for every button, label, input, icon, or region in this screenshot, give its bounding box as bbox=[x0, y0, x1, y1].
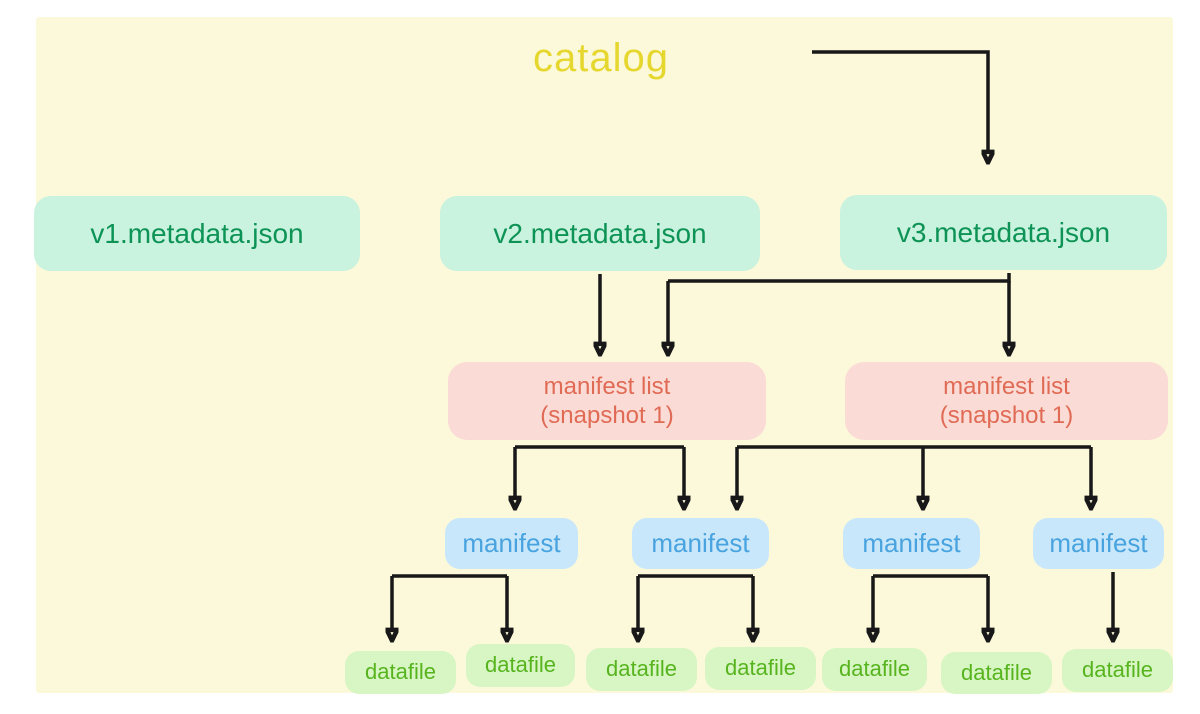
node-v2-metadata-json: v2.metadata.json bbox=[440, 196, 760, 271]
node-label: manifest list (snapshot 1) bbox=[540, 372, 673, 430]
node-datafile-3: datafile bbox=[586, 648, 697, 691]
node-v1-metadata-json: v1.metadata.json bbox=[34, 196, 360, 271]
node-manifest-list-1: manifest list (snapshot 1) bbox=[448, 362, 766, 440]
node-label: manifest bbox=[462, 527, 561, 558]
node-label: manifest bbox=[651, 527, 750, 558]
node-datafile-7: datafile bbox=[1062, 649, 1173, 692]
node-label: manifest list (snapshot 1) bbox=[940, 372, 1073, 430]
manifest-list-line1: manifest list bbox=[543, 373, 671, 400]
node-label: datafile bbox=[365, 659, 436, 685]
node-label: datafile bbox=[606, 656, 677, 682]
node-v3-metadata-json: v3.metadata.json bbox=[840, 195, 1167, 270]
node-label: v3.metadata.json bbox=[896, 216, 1111, 248]
node-manifest-list-2: manifest list (snapshot 1) bbox=[845, 362, 1168, 440]
node-datafile-2: datafile bbox=[466, 644, 575, 687]
node-manifest-4: manifest bbox=[1033, 518, 1164, 569]
node-manifest-2: manifest bbox=[632, 518, 769, 569]
node-label: v2.metadata.json bbox=[493, 217, 707, 249]
diagram-background-panel bbox=[36, 17, 1173, 693]
node-datafile-6: datafile bbox=[941, 652, 1052, 694]
node-label: datafile bbox=[961, 659, 1032, 685]
diagram-title-catalog: catalog bbox=[533, 35, 669, 80]
node-label: datafile bbox=[485, 652, 556, 678]
node-label: datafile bbox=[1082, 657, 1153, 683]
node-datafile-4: datafile bbox=[705, 647, 816, 690]
node-label: datafile bbox=[839, 656, 910, 682]
manifest-list-line2: (snapshot 1) bbox=[939, 402, 1074, 429]
node-label: manifest bbox=[862, 527, 961, 558]
node-label: v1.metadata.json bbox=[90, 217, 304, 249]
node-label: datafile bbox=[725, 655, 796, 681]
manifest-list-line2: (snapshot 1) bbox=[540, 402, 674, 429]
node-datafile-1: datafile bbox=[345, 651, 456, 694]
node-datafile-5: datafile bbox=[822, 648, 927, 691]
node-manifest-3: manifest bbox=[843, 518, 980, 569]
node-label: manifest bbox=[1049, 527, 1148, 558]
manifest-list-line1: manifest list bbox=[943, 373, 1070, 400]
node-manifest-1: manifest bbox=[445, 518, 578, 569]
